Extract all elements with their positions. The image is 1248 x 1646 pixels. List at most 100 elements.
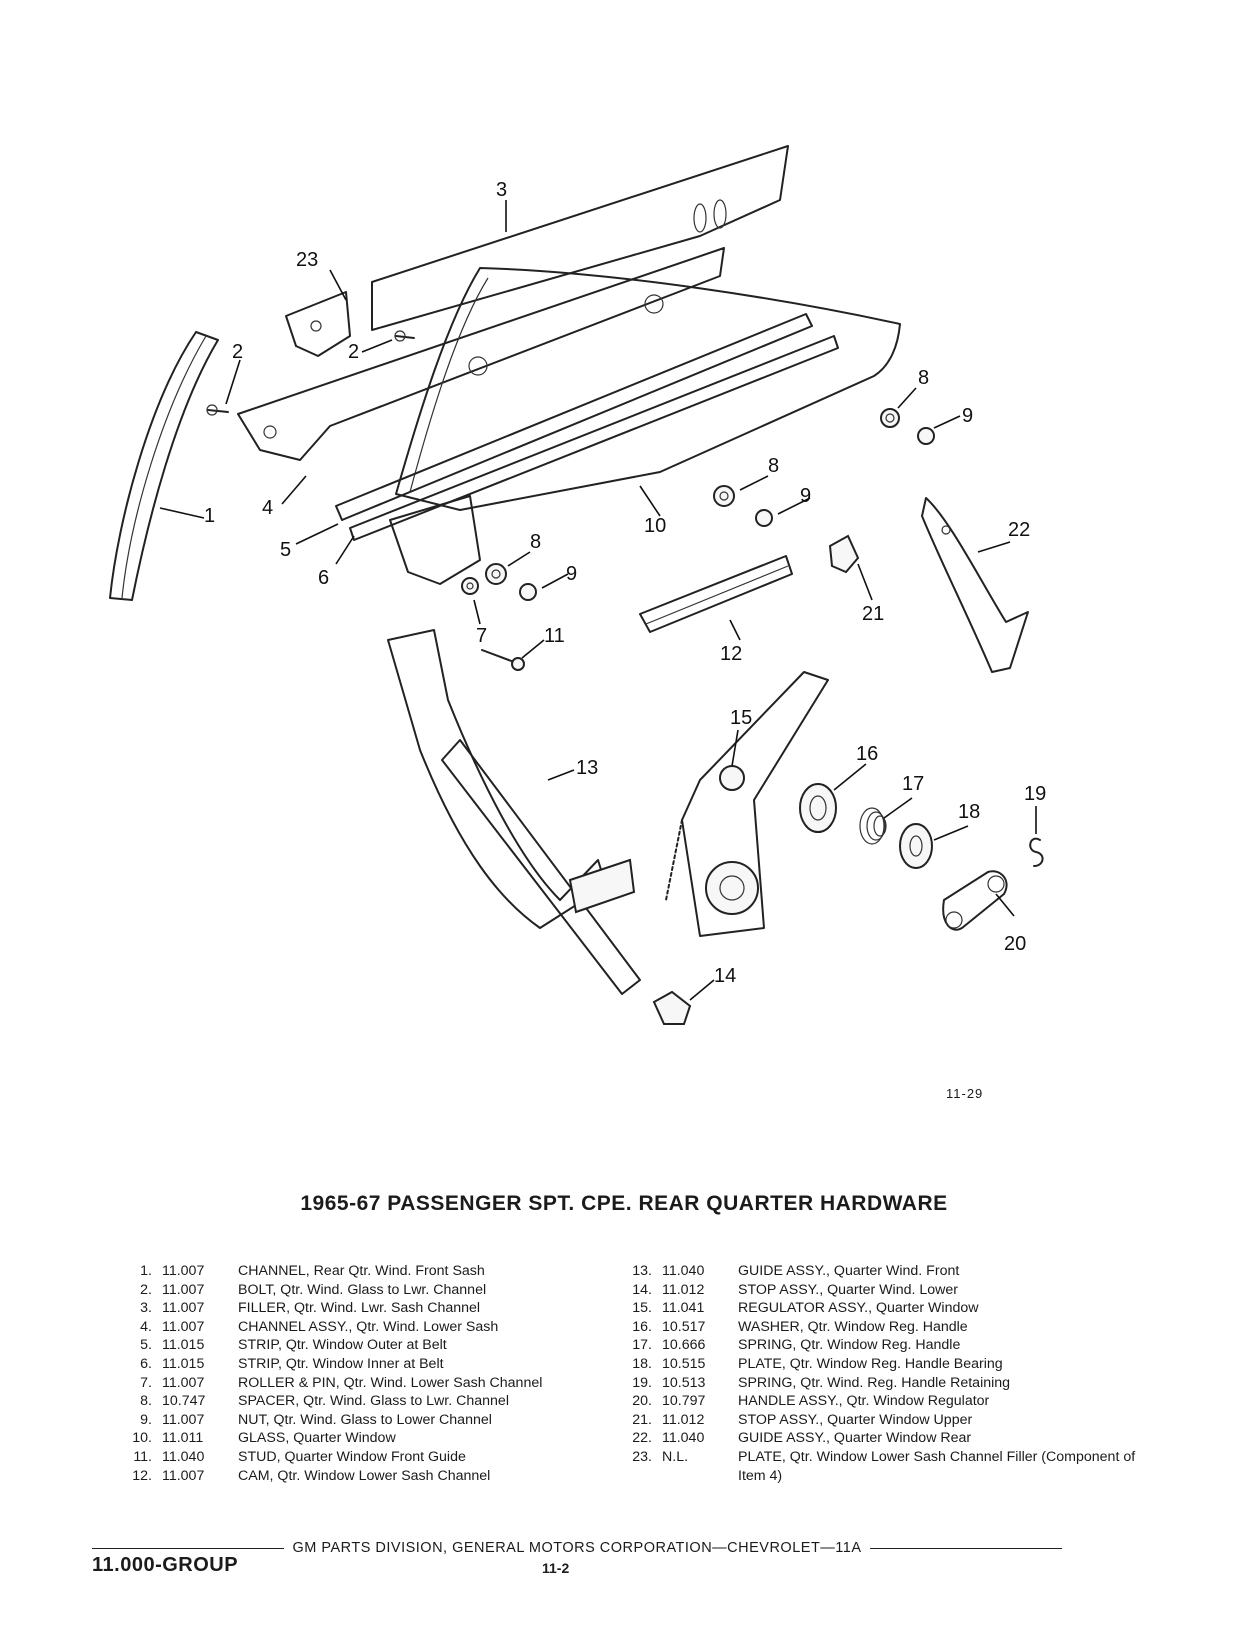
part-code: 11.007	[162, 1467, 205, 1484]
part-code: 11.007	[162, 1300, 205, 1317]
part-code: 11.007	[162, 1411, 205, 1428]
callout-20: 20	[1004, 933, 1026, 955]
part-description: NUT, Qtr. Wind. Glass to Lower Channel	[238, 1411, 492, 1428]
part-7-roller-pin	[461, 577, 479, 595]
callout-8-b: 8	[768, 455, 779, 477]
callout-8-c: 8	[530, 531, 541, 553]
part-description: WASHER, Qtr. Window Reg. Handle	[738, 1318, 968, 1335]
part-description: PLATE, Qtr. Window Lower Sash Channel Fi…	[738, 1448, 1136, 1484]
part-number: 7.	[140, 1374, 152, 1391]
callout-9-c: 9	[566, 563, 577, 585]
part-code: 10.513	[662, 1374, 706, 1391]
part-description: STOP ASSY., Quarter Window Upper	[738, 1411, 973, 1428]
part-code: 11.007	[162, 1374, 205, 1391]
part-code: 10.515	[662, 1355, 706, 1372]
part-number: 22.	[632, 1430, 652, 1447]
part-number: 10.	[132, 1430, 152, 1447]
callout-12: 12	[720, 643, 742, 665]
callout-17: 17	[902, 773, 924, 795]
callout-1: 1	[204, 505, 215, 527]
footer-rule-right	[869, 1547, 1063, 1549]
parts-list-row: 11. 11.040 STUD, Quarter Window Front Guid…	[116, 1448, 636, 1467]
callout-7: 7	[476, 625, 487, 647]
part-19-retaining-spring	[1029, 837, 1044, 867]
part-code: 11.007	[162, 1263, 205, 1279]
part-number: 16.	[632, 1318, 652, 1335]
callout-9-b: 9	[800, 485, 811, 507]
callout-21: 21	[862, 603, 884, 625]
leader-lines	[159, 200, 1037, 1001]
callout-6: 6	[318, 567, 329, 589]
callout-2: 2	[232, 341, 243, 363]
part-code: 11.012	[662, 1411, 705, 1428]
callout-13: 13	[576, 757, 598, 779]
part-3-filler	[371, 145, 789, 331]
callout-23: 23	[296, 249, 318, 271]
part-description: CHANNEL ASSY., Qtr. Wind. Lower Sash	[238, 1318, 499, 1335]
part-number: 6.	[140, 1355, 152, 1372]
part-code: 11.040	[162, 1448, 205, 1465]
footer-text: GM PARTS DIVISION, GENERAL MOTORS CORPOR…	[292, 1540, 862, 1556]
part-12-cam	[639, 555, 793, 633]
callout-10: 10	[644, 515, 666, 537]
part-code: 11.040	[662, 1430, 705, 1447]
part-code: N.L.	[662, 1448, 689, 1465]
part-code: 10.797	[662, 1393, 706, 1410]
callout-9-a: 9	[962, 405, 973, 427]
part-code: 10.666	[662, 1337, 706, 1354]
part-16-washer	[799, 783, 837, 833]
part-15-regulator	[665, 671, 829, 937]
part-11-stud	[481, 649, 525, 671]
glass-lower-bracket	[389, 495, 481, 585]
part-8-9-spacers-nuts	[485, 408, 935, 601]
footer-line: GM PARTS DIVISION, GENERAL MOTORS CORPOR…	[92, 1540, 1063, 1556]
exploded-view-diagram: 3 23 2 2 1 4 5 6 8 9 8 9 10 8 9 7 11 12 …	[109, 145, 1046, 1025]
callout-numbers: 3 23 2 2 1 4 5 6 8 9 8 9 10 8 9 7 11 12 …	[204, 179, 1046, 987]
part-23-plate	[285, 291, 351, 357]
part-21-upper-stop	[828, 534, 860, 574]
part-number: 13.	[632, 1263, 652, 1279]
part-description: STRIP, Qtr. Window Outer at Belt	[238, 1337, 447, 1354]
part-number: 11.	[133, 1448, 152, 1465]
part-description: STUD, Quarter Window Front Guide	[238, 1448, 466, 1465]
callout-14: 14	[714, 965, 736, 987]
part-number: 12.	[132, 1467, 152, 1484]
part-5-6-belt-strips	[335, 313, 839, 541]
part-code: 11.040	[662, 1263, 705, 1279]
part-1-front-sash-channel	[109, 331, 219, 601]
callout-8-a: 8	[918, 367, 929, 389]
part-number: 15.	[632, 1300, 652, 1317]
part-number: 1.	[140, 1263, 152, 1279]
part-description: CAM, Qtr. Window Lower Sash Channel	[238, 1467, 491, 1484]
callout-19: 19	[1024, 783, 1046, 805]
parts-list-row: 12. 11.007 CAM, Qtr. Window Lower Sash Cha…	[116, 1467, 636, 1486]
part-number: 17.	[632, 1337, 652, 1354]
part-number: 20.	[632, 1393, 652, 1410]
part-description: STOP ASSY., Quarter Wind. Lower	[738, 1281, 959, 1298]
part-code: 10.517	[662, 1318, 706, 1335]
part-number: 8.	[140, 1393, 152, 1410]
part-22-rear-guide	[921, 497, 1029, 673]
footer-rule-left	[92, 1547, 285, 1549]
part-description: STRIP, Qtr. Window Inner at Belt	[238, 1355, 444, 1372]
part-20-handle	[942, 870, 1008, 931]
part-description: PLATE, Qtr. Window Reg. Handle Bearing	[738, 1355, 1003, 1372]
part-code: 11.007	[162, 1281, 205, 1298]
part-18-bearing-plate	[899, 823, 933, 869]
